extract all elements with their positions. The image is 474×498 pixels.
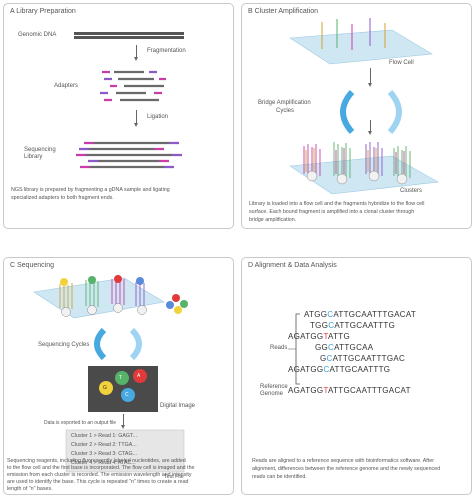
panel-d-caption-3: reads can be identified. [252, 474, 307, 480]
read-1-variant: C [327, 310, 334, 319]
panel-cluster-amplification: B Cluster Amplification Flow Cell Brid [241, 3, 472, 229]
spot-letter-a: A [137, 373, 141, 379]
genomic-dna-strand-2 [74, 36, 184, 39]
panel-c-caption-4: are used to identify the base. This cycl… [7, 479, 189, 485]
read-6-post: ATTGCAATTTG [329, 365, 391, 374]
reads-bracket [288, 313, 300, 385]
panel-b-title: B Cluster Amplification [248, 8, 319, 15]
read-6: AGATGGCATTGCAATTTG [288, 365, 390, 374]
panel-c-caption-3: emission from each cluster is recorded. … [7, 472, 192, 478]
read-1-post: ATTGCAATTTGACAT [333, 310, 417, 319]
panel-sequencing: C Sequencing Sequencing Cycles G T A [3, 257, 234, 495]
panel-c-caption-5: length of "n" bases. [7, 486, 53, 492]
panel-d-caption-2: alignment, differences between the refer… [252, 466, 441, 472]
panel-a-caption-2: specialized adapters to both fragment en… [11, 195, 114, 201]
panel-alignment-data-analysis: D Alignment & Data Analysis Reads ATGGCA… [241, 257, 472, 495]
panel-c-caption-1-visible: Sequencing reagents, including fluoresce… [7, 458, 186, 464]
sequencing-cycles-label: Sequencing Cycles [38, 342, 90, 348]
adapters-fragments [76, 70, 182, 169]
read-1: ATGGCATTGCAATTTGACAT [304, 310, 416, 319]
read-3-post: ATTG [328, 332, 350, 341]
read-4-pre: GG [315, 343, 329, 352]
read-3-pre: AGATGG [288, 332, 324, 341]
panel-d-caption-1: Reads are aligned to a reference sequenc… [252, 458, 434, 464]
genomic-dna-label: Genomic DNA [18, 32, 57, 38]
digital-image-label: Digital Image [160, 403, 196, 409]
clusters-label: Clusters [400, 188, 423, 194]
bridge-amplification-label-1: Bridge Amplification [258, 100, 311, 106]
export-arrow [121, 414, 125, 429]
read-3-variant: T [323, 332, 329, 341]
read-2-variant: C [328, 321, 335, 330]
read-2: TGGCATTGCAATTTG [310, 321, 395, 330]
panel-a-title: A Library Preparation [10, 8, 76, 15]
read-4-post: ATTGCAA [334, 343, 374, 352]
file-line-2: Cluster 2 > Read 2: TTGA... [71, 442, 137, 448]
reference-genome-label-1: Reference [260, 384, 288, 390]
panel-d-title: D Alignment & Data Analysis [248, 262, 337, 269]
clusters-arrow [368, 120, 372, 135]
text-file-label: Text File [164, 474, 184, 480]
panel-b-caption-2: surface. Each bound fragment is amplifie… [249, 209, 415, 215]
fragmentation-arrow [134, 45, 138, 61]
panel-b-caption-1: Library is loaded into a flow cell and t… [249, 201, 425, 207]
reference-post: ATTGCAATTTGACAT [328, 386, 411, 395]
flow-cell-illustration [289, 18, 439, 195]
read-5-pre: G [320, 354, 327, 363]
ligation-label: Ligation [147, 114, 169, 120]
sequencing-library-label-1: Sequencing [24, 147, 56, 153]
file-line-4: Cluster 4 > Read 4: ATAC... [71, 460, 136, 466]
flow-cell-label: Flow Cell [389, 60, 414, 66]
file-line-1: Cluster 1 > Read 1: GAGT... [71, 433, 138, 439]
read-4-variant: C [328, 343, 335, 352]
panel-c-title: C Sequencing [10, 262, 54, 269]
reference-sequence: AGATGGTATTGCAATTTGACAT [288, 386, 411, 395]
read-5-variant: C [326, 354, 333, 363]
read-2-post: ATTGCAATTTG [334, 321, 396, 330]
reference-pre: AGATGG [288, 386, 324, 395]
adapters-label: Adapters [54, 83, 79, 89]
panel-c-caption-2: to the flow cell and the first base is i… [7, 465, 195, 471]
read-1-pre: ATGG [304, 310, 328, 319]
panel-b-caption-3: bridge amplification. [249, 217, 297, 223]
read-5-post: ATTGCAATTTGAC [332, 354, 406, 363]
panel-library-preparation: A Library Preparation Genomic DNA Fragme… [3, 3, 234, 229]
flow-cell-arrow [368, 68, 372, 87]
reference-genome-label-2: Genome [260, 391, 284, 397]
spot-letter-t: T [119, 375, 123, 381]
ligation-arrow [134, 110, 138, 127]
read-2-pre: TGG [310, 321, 329, 330]
genomic-dna-strand [74, 32, 184, 35]
read-4: GGCATTGCAA [315, 343, 373, 352]
read-5: GCATTGCAATTTGAC [320, 354, 405, 363]
bridge-amplification-label-2: Cycles [276, 108, 295, 114]
reads-label: Reads [270, 345, 288, 351]
read-6-variant: C [323, 365, 330, 374]
read-3: AGATGGTATTG [288, 332, 350, 341]
panel-a-caption-1: NGS library is prepared by fragmenting a… [11, 187, 170, 193]
reference-variant: T [323, 386, 329, 395]
spot-letter-c: C [125, 392, 129, 398]
fragmentation-label: Fragmentation [147, 48, 186, 54]
spot-letter-g: G [103, 385, 107, 391]
sequencing-illustration [33, 275, 188, 473]
read-6-pre: AGATGG [288, 365, 324, 374]
file-line-3: Cluster 3 > Read 3: CTAG... [71, 451, 137, 457]
sequencing-library-label-2: Library [24, 154, 43, 160]
exported-label: Data is exported to an output file [44, 420, 116, 426]
